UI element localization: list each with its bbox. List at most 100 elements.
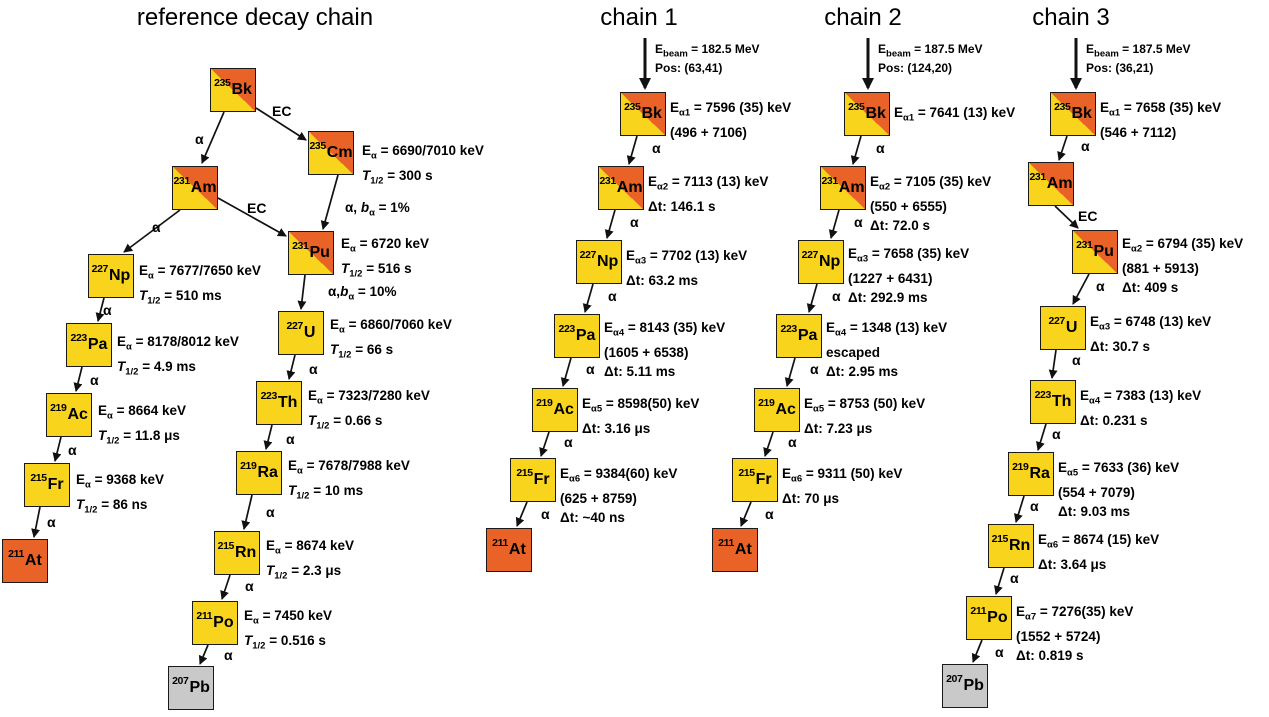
element-symbol: Ac — [775, 401, 796, 418]
element-symbol: Fr — [533, 471, 550, 488]
mass-number: 211 — [196, 610, 213, 622]
decay-mode-label-ec-26: EC — [1078, 208, 1098, 224]
element-symbol: Bk — [865, 105, 886, 122]
element-symbol: Pa — [575, 327, 596, 344]
decay-arrow — [560, 357, 572, 387]
decay-mode-label-alpha-9: α — [286, 431, 295, 447]
mass-number: 223 — [780, 323, 798, 335]
decay-arrow — [1057, 135, 1068, 161]
decay-mode-label-alpha-10: α — [266, 504, 275, 520]
mass-number: 231 — [821, 175, 838, 187]
note-c2-alpha3: Eα3 = 7658 (35) keV(1227 + 6431)Δt: 292.… — [848, 246, 970, 305]
element-symbol: Ra — [257, 464, 278, 481]
note-ref-branch-pu-u: α,bα = 10% — [328, 284, 397, 303]
note-c3-alpha2: Eα2 = 6794 (35) keV(881 + 5913)Δt: 409 s — [1122, 236, 1244, 295]
mass-number: 235 — [624, 101, 641, 113]
mass-number: 215 — [217, 540, 235, 552]
note-c1-alpha6: Eα6 = 9384(60) keV(625 + 8759)Δt: ~40 ns — [560, 466, 678, 525]
element-symbol: Cm — [326, 144, 353, 161]
note-ref-branch-cm-pu: α, bα = 1% — [345, 200, 410, 219]
decay-arrow — [263, 424, 273, 450]
decay-mode-label-alpha-5: α — [90, 372, 99, 388]
decay-arrow — [784, 357, 796, 387]
element-symbol: Pb — [963, 677, 984, 694]
mass-number: 219 — [1012, 461, 1029, 473]
decay-mode-label-alpha-8: α — [309, 361, 318, 377]
decay-mode-label-alpha-2: α — [152, 219, 161, 235]
mass-number: 219 — [758, 397, 775, 409]
element-symbol: Np — [109, 267, 131, 284]
element-symbol: Pa — [797, 327, 818, 344]
decay-arrow — [286, 354, 296, 380]
element-symbol: Po — [987, 609, 1008, 626]
decay-mode-label-alpha-15: α — [608, 288, 617, 304]
decay-arrow — [1048, 349, 1058, 379]
element-symbol: Po — [213, 614, 234, 631]
mass-number: 227 — [579, 249, 597, 261]
decay-mode-label-alpha-25: α — [1081, 138, 1090, 154]
mass-number: 235 — [309, 140, 326, 152]
mass-number: 223 — [70, 332, 88, 344]
decay-arrow — [604, 209, 616, 239]
decay-arrow — [739, 501, 752, 527]
column-title-reference: reference decay chain — [136, 4, 374, 31]
element-symbol: Fr — [47, 476, 64, 493]
note-c1-alpha4: Eα4 = 8143 (35) keV(1605 + 6538)Δt: 5.11… — [604, 320, 726, 379]
decay-mode-label-alpha-21: α — [832, 288, 841, 304]
mass-number: 227 — [91, 263, 109, 275]
mass-number: 231 — [292, 240, 309, 252]
mass-number: 235 — [214, 77, 231, 89]
decay-arrow — [850, 135, 862, 165]
note-c1-alpha1: Eα1 = 7596 (35) keV(496 + 7106) — [670, 100, 792, 140]
element-symbol: Rn — [1009, 537, 1031, 554]
element-symbol: Pb — [189, 679, 210, 696]
mass-number: 235 — [848, 101, 865, 113]
element-symbol: Np — [597, 253, 619, 270]
mass-number: 227 — [801, 249, 819, 261]
decay-arrow — [320, 174, 339, 230]
element-symbol: U — [303, 324, 316, 341]
decay-arrow — [994, 567, 1005, 595]
decay-mode-label-alpha-0: α — [195, 131, 204, 147]
mass-number: 211 — [970, 605, 987, 617]
element-symbol: U — [1065, 319, 1078, 336]
column-title-chain-1: chain 1 — [600, 4, 678, 31]
element-symbol: Am — [838, 179, 865, 196]
decay-mode-label-alpha-14: α — [630, 214, 639, 230]
element-symbol: Am — [1046, 175, 1073, 192]
mass-number: 211 — [718, 537, 734, 549]
decay-mode-label-alpha-28: α — [1072, 352, 1081, 368]
mass-number: 223 — [558, 323, 576, 335]
mass-number: 207 — [172, 675, 189, 687]
note-c2-alpha1: Eα1 = 7641 (13) keV — [894, 105, 1016, 124]
decay-mode-label-alpha-19: α — [876, 140, 885, 156]
